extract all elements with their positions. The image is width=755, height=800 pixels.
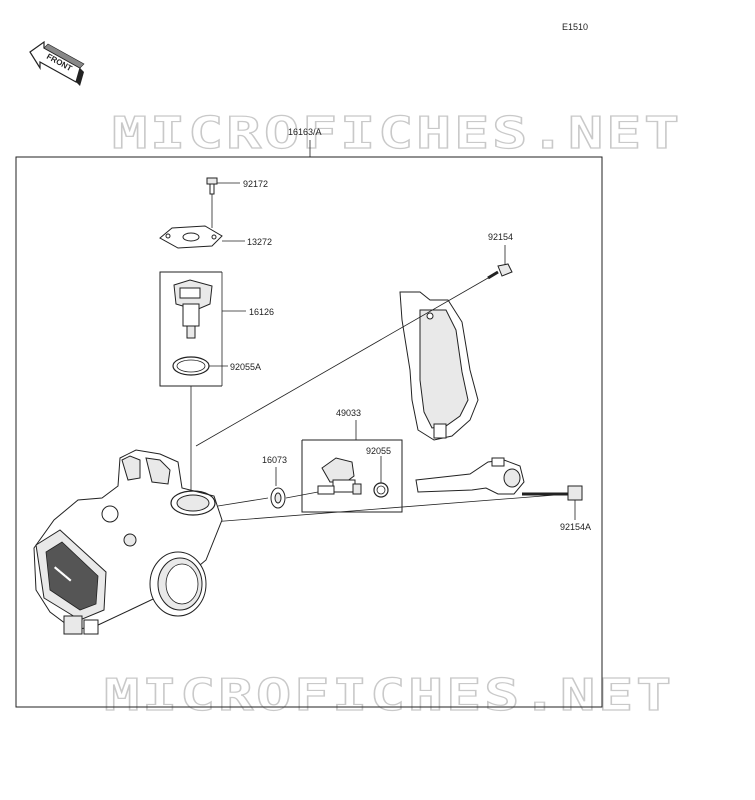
front-arrow-icon: FRONT	[29, 40, 85, 86]
bracket[interactable]	[399, 291, 479, 441]
o-ring-92055[interactable]: 92055	[366, 446, 391, 498]
throttle-body[interactable]: ▬▬▬	[33, 449, 223, 635]
leader-injector	[285, 491, 319, 499]
label-92055: 92055	[366, 446, 391, 456]
leader-bolt	[211, 493, 569, 523]
diagram-code: E1510	[562, 22, 588, 32]
label-92172: 92172	[243, 179, 268, 189]
assembly-frame: 16163/A	[15, 127, 603, 708]
assembly-label: 16163/A	[288, 127, 322, 137]
label-92154: 92154	[488, 232, 513, 242]
bolt-92154[interactable]: 92154	[487, 232, 513, 280]
injector-49033[interactable]	[317, 457, 362, 495]
fuel-pipe[interactable]	[415, 457, 525, 495]
sensor-16126[interactable]: 16126	[173, 279, 274, 339]
injector-group-box: 49033	[301, 408, 403, 513]
label-13272: 13272	[247, 237, 272, 247]
screw-92172[interactable]: 92172	[206, 177, 268, 228]
watermark-top: MICROFICHES.NET	[112, 108, 682, 159]
label-16126: 16126	[249, 307, 274, 317]
label-92055a: 92055A	[230, 362, 261, 372]
o-ring-92055a[interactable]: 92055A	[172, 356, 261, 376]
label-92154a: 92154A	[560, 522, 591, 532]
label-16073: 16073	[262, 455, 287, 465]
bolt-92154a[interactable]: 92154A	[522, 485, 591, 532]
label-49033: 49033	[336, 408, 361, 418]
watermark-bottom: MICROFICHES.NET	[104, 670, 674, 721]
leader-collar	[217, 497, 269, 507]
gasket-13272[interactable]: 13272	[159, 225, 272, 249]
collar-16073[interactable]: 16073	[262, 455, 287, 509]
